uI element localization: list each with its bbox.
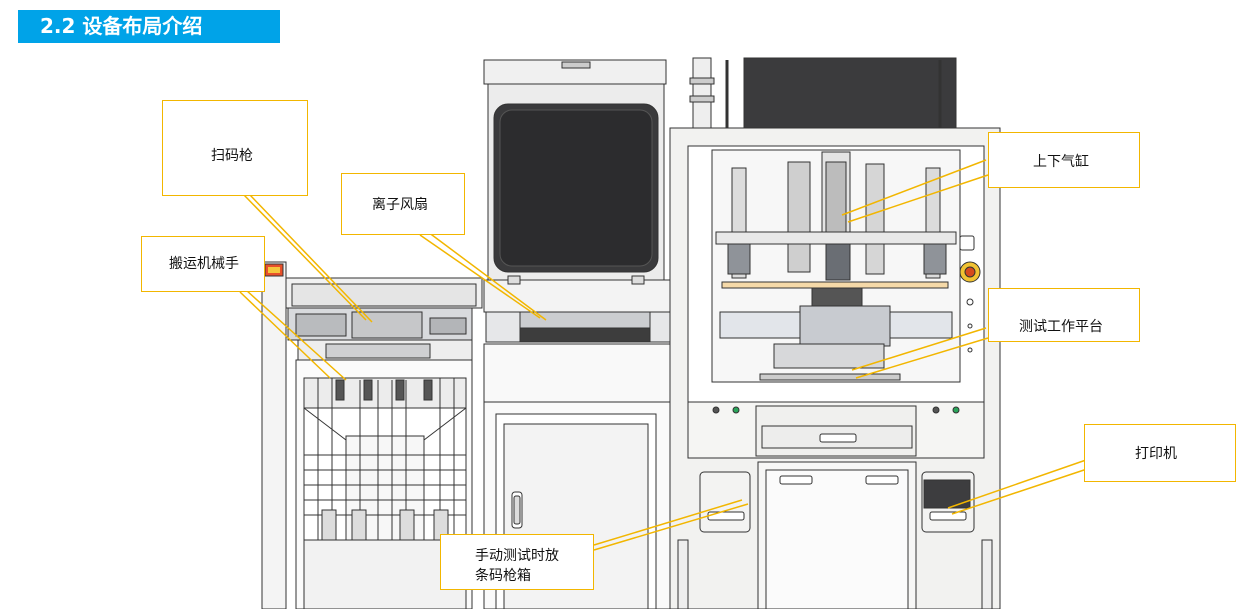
right-module xyxy=(669,57,1001,609)
callout-manual-box-line2: 条码枪箱 xyxy=(475,568,531,584)
callout-robot: 搬运机械手 xyxy=(141,236,265,292)
section-title: 2.2 设备布局介绍 xyxy=(18,10,280,43)
middle-module xyxy=(483,59,673,609)
leader-lines xyxy=(239,159,1091,551)
callout-test-platform: 测试工作平台 xyxy=(988,288,1140,342)
callout-manual-box-line1: 手动测试时放 xyxy=(475,548,559,564)
callout-cylinder-label: 上下气缸 xyxy=(1033,154,1089,170)
callout-scanner-label: 扫码枪 xyxy=(211,148,253,164)
callout-manual-box: 手动测试时放 条码枪箱 xyxy=(440,534,594,590)
callout-cylinder: 上下气缸 xyxy=(988,132,1140,188)
callout-test-platform-label: 测试工作平台 xyxy=(1019,319,1103,335)
callout-robot-label: 搬运机械手 xyxy=(169,256,239,272)
callout-printer-label: 打印机 xyxy=(1135,446,1177,462)
callout-ion-fan: 离子风扇 xyxy=(341,173,465,235)
callout-ion-fan-label: 离子风扇 xyxy=(372,197,428,213)
callout-scanner: 扫码枪 xyxy=(162,100,308,196)
left-module xyxy=(261,261,483,609)
callout-printer: 打印机 xyxy=(1084,424,1236,482)
